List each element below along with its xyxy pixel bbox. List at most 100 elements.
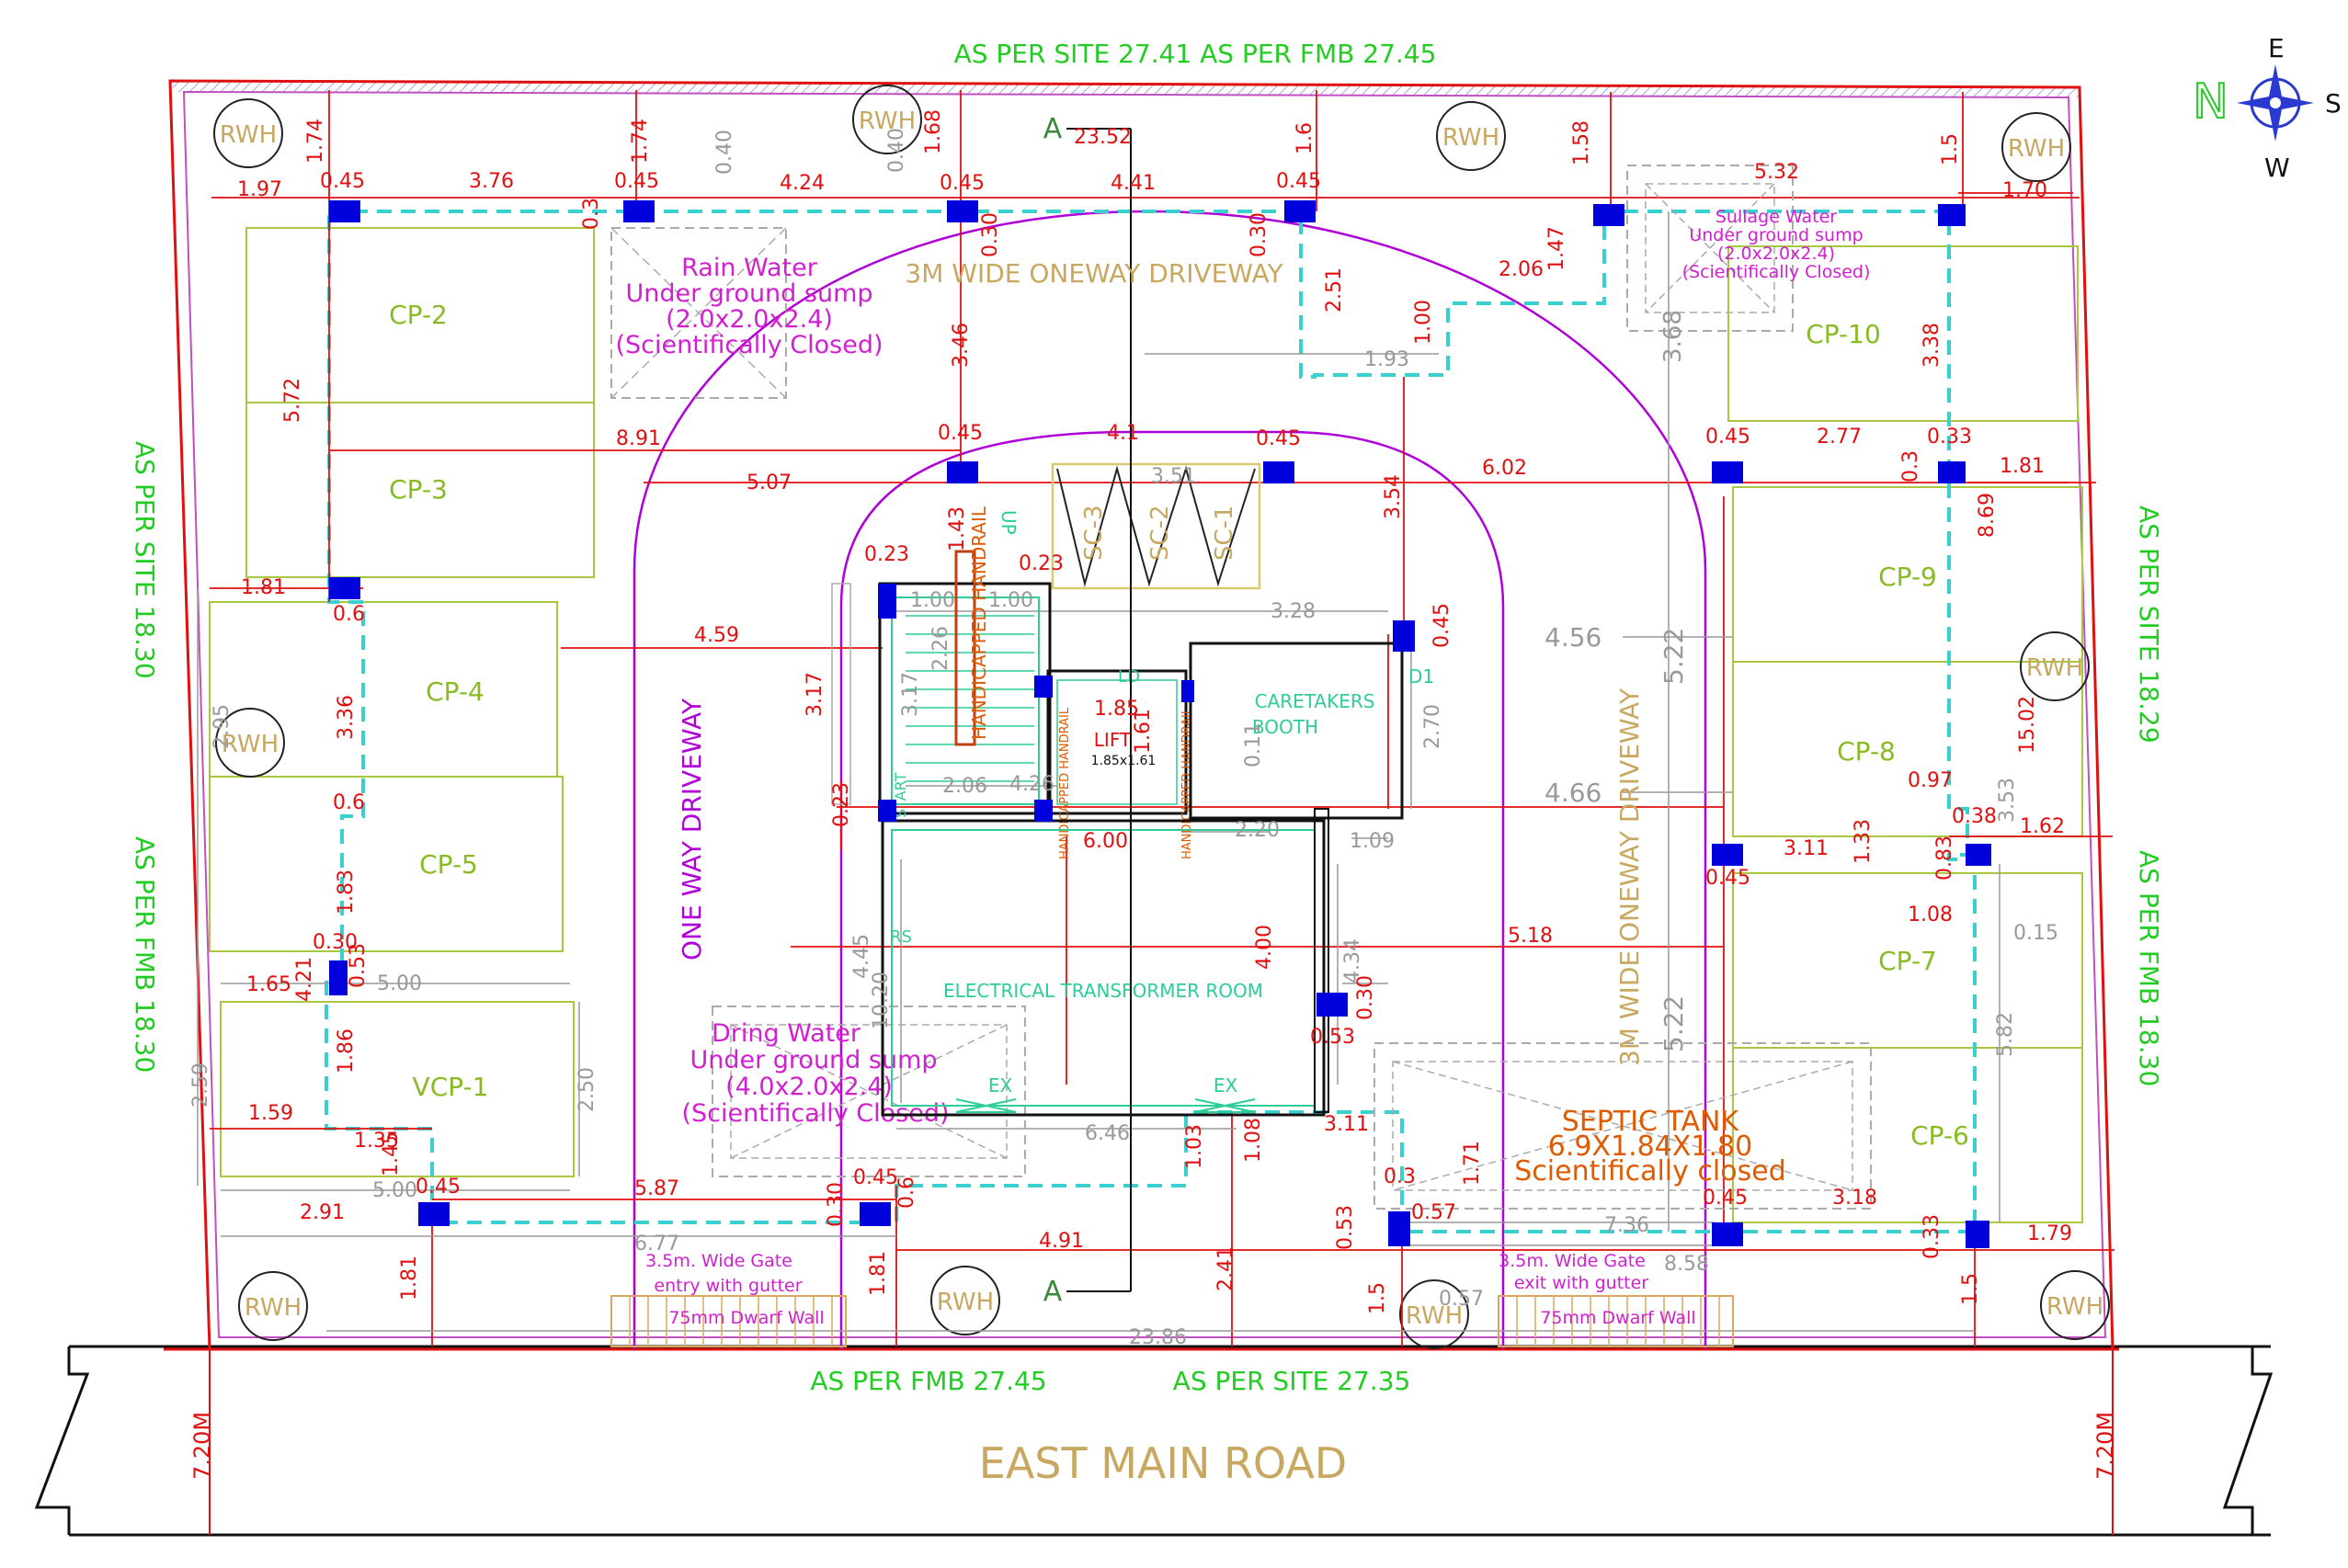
drinking-sump-line-1: Dring Water [712,1019,861,1048]
left-site-label: AS PER SITE 18.30 [130,441,160,679]
cp-3-label: CP-3 [389,474,448,505]
dim-label: 1.81 [867,1251,890,1296]
svg-text:RWH: RWH [1406,1302,1463,1330]
dim-label: 0.6 [333,791,365,814]
dim-label: 3.17 [899,672,922,717]
drinking-sump-line-3: (4.0x2.0x2.4) [725,1073,893,1101]
dim-label: 1.00 [988,589,1033,612]
dim-label: 1.74 [629,119,652,164]
boundary-labels: AS PER SITE 27.41 AS PER FMB 27.45 AS PE… [130,39,2164,1396]
dim-label: 2.77 [1817,426,1862,449]
entry-gate: 3.5m. Wide Gate entry with gutter 75mm D… [610,1251,847,1347]
dim-label: 4.24 [780,172,825,195]
dwarf-wall-left: 75mm Dwarf Wall [668,1308,824,1328]
dim-label: 0.45 [1256,427,1301,450]
grid-lines-grey [197,211,2000,1332]
compass-north: N [2193,74,2228,130]
dim-label: 1.70 [2002,179,2047,202]
dim-label: 0.3 [1384,1165,1416,1188]
dim-label: 0.33 [1927,426,1972,449]
right-site-label: AS PER SITE 18.29 [2134,506,2164,744]
parking-labels: CP-2 CP-3 CP-4 CP-5 VCP-1 CP-10 CP-9 CP-… [389,300,1969,1151]
dim-label: 0.30 [1354,975,1377,1020]
dim-label: 0.23 [830,782,853,827]
entry-gate-line-2: entry with gutter [654,1276,802,1296]
caretaker-booth [1189,642,1404,820]
dim-label: 2.91 [300,1201,345,1224]
cp-9-label: CP-9 [1878,562,1937,592]
dim-label: 5.22 [1658,995,1689,1052]
dim-label: 1.03 [1183,1124,1206,1169]
dim-label: 0.23 [864,543,909,566]
dim-label: 1.33 [1852,819,1875,864]
road-width-left: 7.20M [189,1412,215,1480]
cp-2-label: CP-2 [389,300,448,330]
dim-label: 1.00 [1412,300,1435,345]
dim-label: 0.33 [1921,1214,1943,1259]
dim-label: 0.53 [1334,1205,1357,1250]
dim-label: 4.59 [694,624,739,647]
svg-text:RWH: RWH [2046,1293,2103,1321]
cp-4-label: CP-4 [426,676,484,707]
dim-label: 0.23 [1019,552,1064,575]
dim-label: 1.74 [304,119,327,164]
dim-label: 0.57 [1411,1201,1456,1224]
dim-label: 1.83 [335,869,358,915]
lift-door-label: LD [1118,667,1140,687]
dim-label: 5.00 [372,1179,417,1202]
sullage-sump-line-4: (Scientifically Closed) [1682,262,1871,282]
columns [329,200,1991,1248]
road-name: EAST MAIN ROAD [979,1438,1347,1488]
dim-label: 1.85 [1094,698,1139,721]
section-a-top: A [1043,113,1063,145]
cp-6-label: CP-6 [1910,1120,1969,1151]
dim-label: 5.22 [1658,628,1689,685]
dim-label: 0.97 [1908,769,1953,792]
dim-label: 0.45 [416,1176,461,1199]
dim-label: 4.56 [1544,622,1601,653]
dim-label: 6.02 [1482,457,1527,480]
svg-text:RWH: RWH [222,731,279,758]
dim-label: 0.30 [979,212,1002,257]
dim-label: 0.3 [580,198,603,230]
dim-label: 8.91 [616,427,661,450]
dim-label: 0.45 [1276,170,1321,193]
dim-label: 2.59 [189,1062,212,1108]
bottom-fmb-label: AS PER FMB 27.45 [810,1366,1046,1396]
dim-label: 1.09 [1350,830,1395,853]
svg-text:RWH: RWH [245,1294,302,1322]
dim-label: 1.97 [237,178,282,201]
cp-7-label: CP-7 [1878,946,1937,976]
dim-label: 15.02 [2016,696,2039,754]
parking-bays [209,227,2083,1223]
svg-text:RWH: RWH [859,108,916,135]
dim-label: 5.18 [1508,925,1553,948]
rwh-pits: RWH RWH RWH RWH RWH RWH RWH RWH RWH RWH [213,85,2110,1349]
dim-label: 1.93 [1364,348,1409,371]
dim-label: 0.38 [1952,805,1997,828]
dimension-labels-grey: 0.40 0.40 1.93 3.68 3.51 3.28 4.56 5.22 … [189,128,2058,1349]
section-markers: A A [1043,113,1132,1308]
sullage-sump-line-2: Under ground sump [1689,225,1863,245]
dim-label: 5.32 [1754,161,1799,184]
dim-label: 0.57 [1439,1288,1484,1311]
dim-label: 0.45 [614,170,659,193]
compass-south: S [2325,88,2342,119]
dim-label: 1.62 [2020,815,2065,838]
dim-label: 1.58 [1570,120,1593,165]
dim-label: 4.66 [1544,778,1601,808]
dim-label: 1.5 [1366,1282,1389,1314]
svg-text:RWH: RWH [2026,654,2083,682]
rain-sump-line-1: Rain Water [681,254,818,282]
dim-label: 4.1 [1107,422,1139,445]
svg-text:RWH: RWH [937,1289,994,1316]
dim-label: 8.58 [1664,1253,1709,1276]
lift-size-label: 1.85x1.61 [1091,754,1157,768]
dim-label: 3.53 [1996,778,2019,823]
rain-sump-line-4: (Scientifically Closed) [615,331,883,359]
staircase [878,582,1052,815]
dim-label: 3.36 [335,695,358,740]
dim-label: 2.41 [1214,1246,1237,1291]
dim-label: 3.54 [1382,474,1405,519]
section-a-bottom: A [1043,1276,1063,1308]
